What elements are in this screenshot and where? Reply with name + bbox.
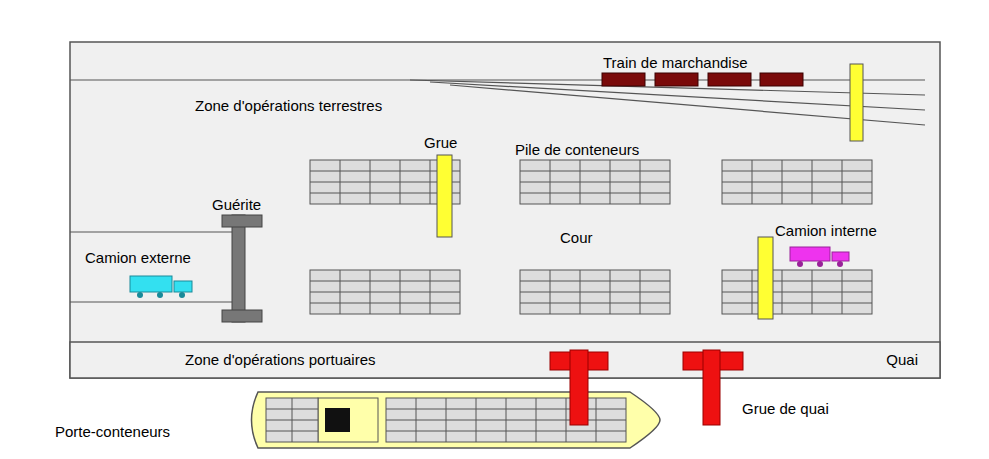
- gatehouse: [222, 215, 262, 322]
- ship-label: Porte-conteneurs: [55, 423, 170, 441]
- quay-crane-label: Grue de quai: [742, 400, 829, 418]
- internal-truck: [790, 247, 849, 267]
- quay-cranes: [550, 350, 743, 425]
- crane-label: Grue: [424, 134, 457, 152]
- truck-label: Camion interne: [775, 222, 877, 240]
- gate-label: Guérite: [212, 196, 261, 214]
- container-ship: [252, 392, 661, 448]
- external-truck: [130, 276, 192, 298]
- truck-label: Camion externe: [85, 249, 191, 267]
- yard-label: Cour: [560, 229, 593, 247]
- terminal-area: [70, 42, 940, 378]
- zone-label: Zone d'opérations portuaires: [185, 351, 375, 369]
- quay-label: Quai: [886, 351, 918, 369]
- stack-label: Pile de conteneurs: [515, 141, 639, 159]
- zone-label: Zone d'opérations terrestres: [195, 97, 382, 115]
- freight-train: [602, 73, 803, 86]
- quay-band: [70, 342, 940, 378]
- yard-cranes: [437, 64, 863, 319]
- train-label: Train de marchandise: [603, 54, 748, 72]
- rail-lines: [70, 80, 925, 302]
- quay-zone: Zone d'opérations portuaires Quai: [70, 342, 940, 378]
